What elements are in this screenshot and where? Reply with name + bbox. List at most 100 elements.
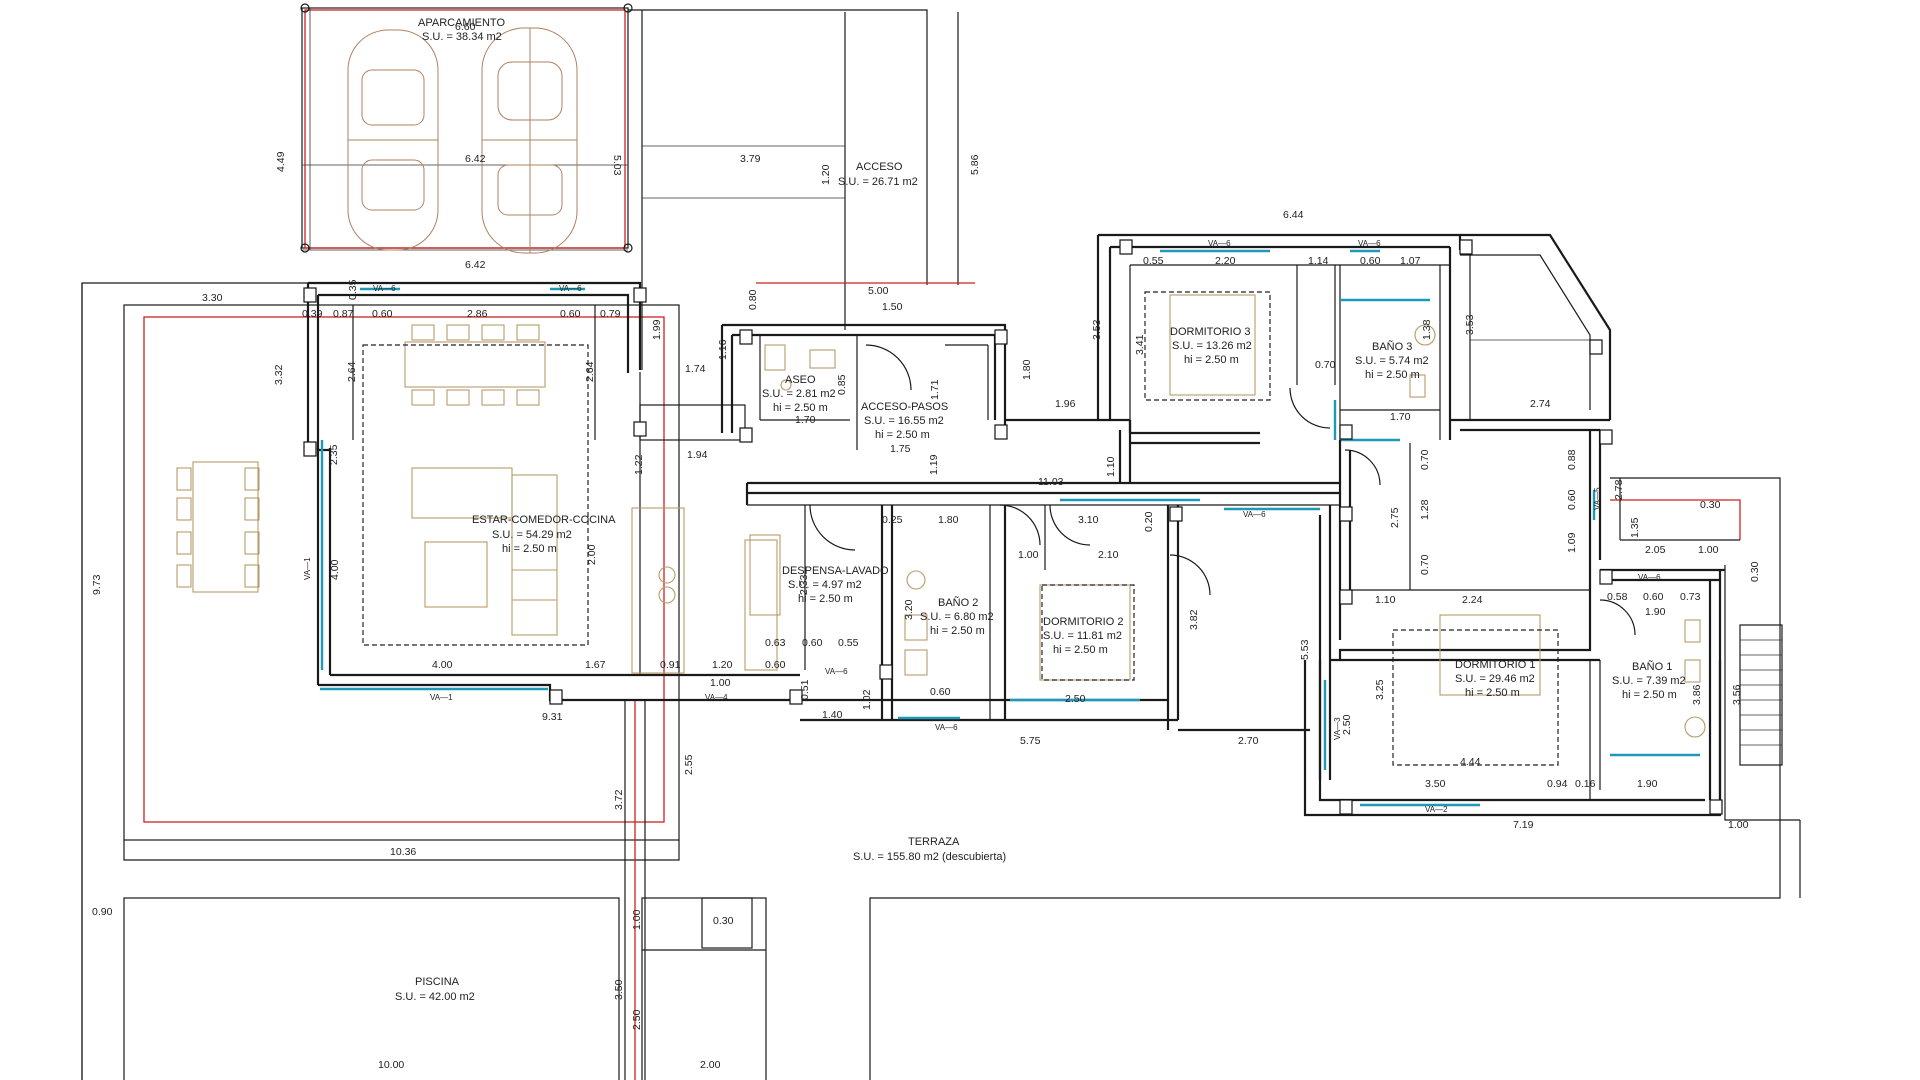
car-right <box>481 27 578 254</box>
dim: 6.42 <box>465 153 486 165</box>
columns <box>303 239 1723 815</box>
dim: 0.70 <box>1315 359 1336 371</box>
dim: 0.79 <box>600 308 621 320</box>
access-area <box>628 9 975 370</box>
dim: 3.56 <box>1731 684 1743 705</box>
dim: 1.94 <box>687 449 708 461</box>
label-dorm2: DORMITORIO 2 <box>1043 616 1123 628</box>
area-dorm1: S.U. = 29.46 m2 <box>1455 673 1535 685</box>
dim: 0.30 <box>1749 561 1761 582</box>
area-access: S.U. = 26.71 m2 <box>838 176 918 188</box>
dim: 3.72 <box>613 789 625 810</box>
dim: 1.38 <box>1421 319 1433 340</box>
parking-area <box>300 3 633 254</box>
label-parking: APARCAMIENTO <box>418 17 505 29</box>
label-bano1: BAÑO 1 <box>1632 660 1672 673</box>
dim: 3.82 <box>1188 609 1200 630</box>
dim: 1.96 <box>1055 398 1076 410</box>
height-dorm2: hi = 2.50 m <box>1053 644 1108 656</box>
dim: 3.53 <box>1091 319 1103 340</box>
dim: 5.00 <box>868 285 889 297</box>
dim: 2.35 <box>328 444 340 465</box>
height-dorm3: hi = 2.50 m <box>1184 354 1239 366</box>
dim: 3.25 <box>1374 679 1386 700</box>
car-left <box>347 29 439 251</box>
area-terraza: S.U. = 155.80 m2 (descubierta) <box>853 851 1006 863</box>
dim: 0.35 <box>347 279 359 300</box>
dim: 1.20 <box>712 659 733 671</box>
dim: 5.75 <box>1020 735 1041 747</box>
dim: 1.35 <box>1629 517 1641 538</box>
window-tags: VA—6 VA—6 VA—1 VA—1 VA—4 VA—6 VA—6 VA—6 … <box>303 239 1661 814</box>
dim: 1.22 <box>633 454 645 475</box>
dim: 0.85 <box>836 374 848 395</box>
area-dorm3: S.U. = 13.26 m2 <box>1172 340 1252 352</box>
dim: 1.07 <box>1400 255 1421 267</box>
dim: 0.25 <box>882 514 903 526</box>
area-bano3: S.U. = 5.74 m2 <box>1355 355 1429 367</box>
dim: 10.36 <box>390 846 416 858</box>
label-dorm3: DORMITORIO 3 <box>1170 326 1250 338</box>
door-swings <box>809 344 1636 636</box>
dim: 1.09 <box>1566 532 1578 553</box>
dim: 2.33 <box>798 574 810 595</box>
dim: 7.19 <box>1513 819 1534 831</box>
dim: 3.86 <box>1691 684 1703 705</box>
window-tag: VA—6 <box>373 284 396 293</box>
dim: 1.00 <box>1728 819 1749 831</box>
area-dorm2: S.U. = 11.81 m2 <box>1043 630 1122 642</box>
dim: 11.03 <box>1038 476 1064 488</box>
height-aseo: hi = 2.50 m <box>773 402 828 414</box>
dim: 4.00 <box>329 559 341 580</box>
dimension-labels: 6.60 6.42 6.42 4.49 5.03 3.79 1.20 5.86 … <box>91 21 1761 1071</box>
dim: 0.60 <box>930 686 951 698</box>
dim: 2.05 <box>1645 544 1666 556</box>
room-labels: APARCAMIENTO S.U. = 38.34 m2 ACCESO S.U.… <box>395 17 1686 1003</box>
window-tag: VA—2 <box>1425 805 1448 814</box>
dim: 0.16 <box>1575 778 1596 790</box>
dim: 1.70 <box>795 414 816 426</box>
window-tag: VA—4 <box>705 693 728 702</box>
area-piscina: S.U. = 42.00 m2 <box>395 991 475 1003</box>
height-bano1: hi = 2.50 m <box>1622 689 1677 701</box>
dim: 0.55 <box>1143 255 1164 267</box>
dim: 0.60 <box>1643 591 1664 603</box>
dim: 1.90 <box>1645 606 1666 618</box>
dim: 0.80 <box>747 289 759 310</box>
dim: 0.39 <box>302 308 323 320</box>
dim: 2.74 <box>1530 398 1551 410</box>
dim: 4.00 <box>432 659 453 671</box>
height-despensa: hi = 2.50 m <box>798 593 853 605</box>
dim: 3.79 <box>740 153 761 165</box>
dim: 4.49 <box>275 151 287 172</box>
dim: 3.10 <box>1078 514 1099 526</box>
dim: 2.00 <box>700 1059 721 1071</box>
dim: 5.53 <box>1299 639 1311 660</box>
dim: 1.71 <box>929 379 941 400</box>
dim: 10.00 <box>378 1059 404 1071</box>
dim: 2.78 <box>1613 479 1625 500</box>
label-bano3: BAÑO 3 <box>1372 340 1412 353</box>
dim: 1.80 <box>938 514 959 526</box>
dim: 0.60 <box>560 308 581 320</box>
dim: 1.74 <box>685 363 706 375</box>
dim: 2.24 <box>1462 594 1483 606</box>
dim: 1.00 <box>631 909 643 930</box>
label-piscina: PISCINA <box>415 976 460 988</box>
dim: 0.30 <box>713 915 734 927</box>
dim: 1.90 <box>1637 778 1658 790</box>
dim: 1.80 <box>1021 359 1033 380</box>
window-tag: VA—6 <box>1638 573 1661 582</box>
label-bano2: BAÑO 2 <box>938 596 978 609</box>
dim: 0.60 <box>1566 489 1578 510</box>
area-bano2: S.U. = 6.80 m2 <box>920 611 994 623</box>
dim: 2.64 <box>346 361 358 382</box>
dim: 3.50 <box>613 979 625 1000</box>
window-tag: VA—6 <box>559 284 582 293</box>
dim: 2.86 <box>467 308 488 320</box>
dim: 2.55 <box>683 754 695 775</box>
dim: 2.50 <box>1065 693 1086 705</box>
dim: 1.00 <box>710 677 731 689</box>
area-bano1: S.U. = 7.39 m2 <box>1612 675 1686 687</box>
height-access-pasos: hi = 2.50 m <box>875 429 930 441</box>
